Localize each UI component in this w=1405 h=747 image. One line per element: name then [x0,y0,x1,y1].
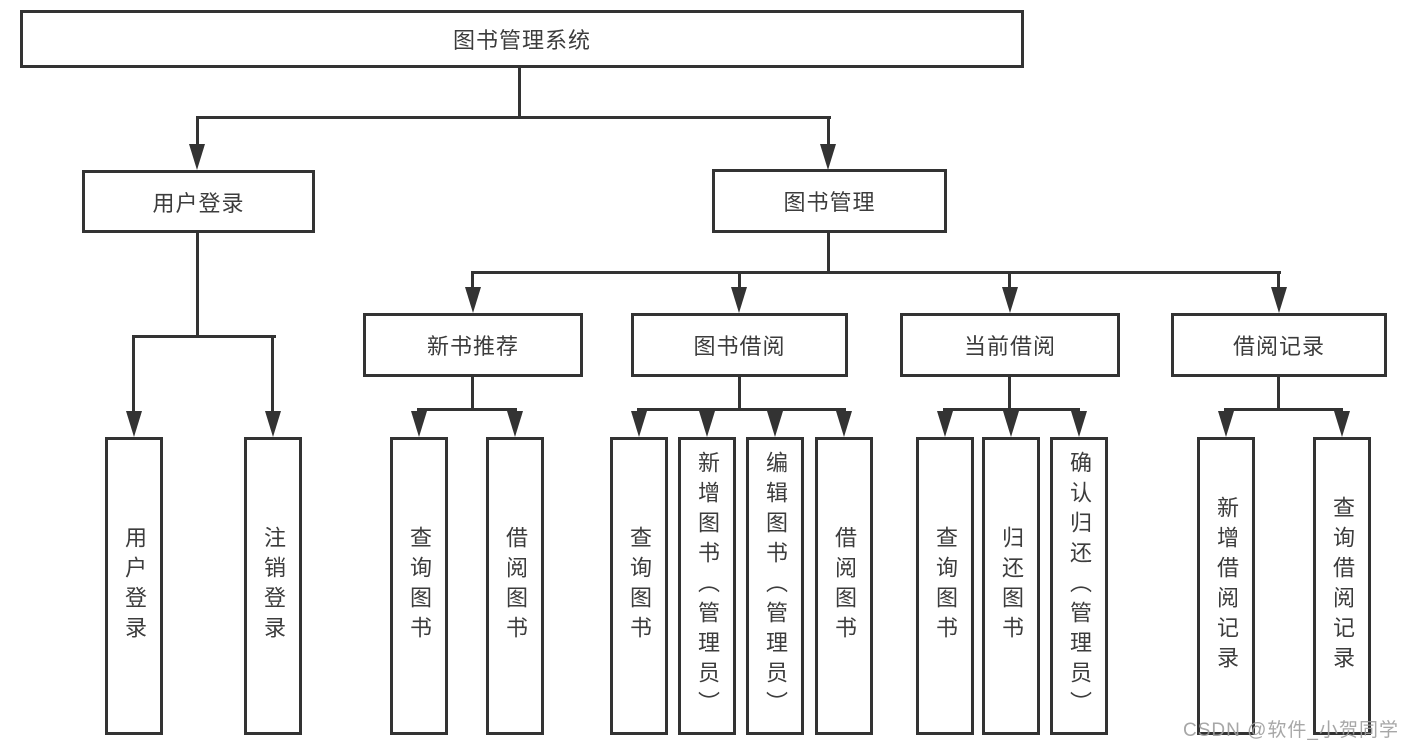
node-return-books: 归还图书 [982,437,1040,735]
node-book-management: 图书管理 [712,169,947,233]
node-logout-label: 注销登录 [261,526,286,646]
arrow-down-icon [265,411,281,437]
arrow-down-icon [1271,287,1287,313]
node-add-borrow-record: 新增借阅记录 [1197,437,1255,735]
arrow-down-icon [820,144,836,170]
connector-line [1277,377,1280,411]
arrow-down-icon [699,411,715,437]
connector-line [196,116,831,119]
node-borrow-records: 借阅记录 [1171,313,1387,377]
node-confirm-return-admin-label: 确认归还（管理员） [1067,451,1092,721]
node-login: 用户登录 [105,437,163,735]
arrow-down-icon [731,287,747,313]
node-borrow-books-label: 借阅图书 [832,526,857,646]
connector-line [132,335,276,338]
node-confirm-return-admin: 确认归还（管理员） [1050,437,1108,735]
connector-line [1008,271,1011,291]
node-borrow-books: 借阅图书 [815,437,873,735]
connector-line [827,116,830,148]
node-add-books-admin: 新增图书（管理员） [678,437,736,735]
arrow-down-icon [1071,411,1087,437]
arrow-down-icon [937,411,953,437]
node-return-books-label: 归还图书 [999,526,1024,646]
connector-line [738,377,741,411]
connector-line [471,271,1281,274]
connector-line [196,116,199,148]
node-borrow-records-label: 借阅记录 [1232,334,1325,359]
node-book-borrow-label: 图书借阅 [693,334,786,359]
connector-line [471,271,474,291]
arrow-down-icon [465,287,481,313]
node-query-books-borrow-label: 查询图书 [627,526,652,646]
node-root-label: 图书管理系统 [452,28,591,53]
node-edit-books-admin: 编辑图书（管理员） [746,437,804,735]
node-current-borrow-label: 当前借阅 [963,334,1056,359]
arrow-down-icon [1003,411,1019,437]
node-add-borrow-record-label: 新增借阅记录 [1214,496,1239,676]
arrow-down-icon [631,411,647,437]
csdn-watermark: CSDN @软件_小贺同学 [1183,720,1399,741]
node-new-book-recommend: 新书推荐 [363,313,583,377]
node-query-books-current-label: 查询图书 [933,526,958,646]
arrow-down-icon [1218,411,1234,437]
node-user-login-label: 用户登录 [152,190,245,216]
connector-line [943,408,1080,411]
connector-line [637,408,846,411]
connector-line [518,68,521,119]
node-borrow-books-recommend-label: 借阅图书 [503,526,528,646]
arrow-down-icon [767,411,783,437]
node-borrow-books-recommend: 借阅图书 [486,437,544,735]
connector-line [827,233,830,274]
connector-line [1224,408,1343,411]
node-query-books-borrow: 查询图书 [610,437,668,735]
node-query-books-current: 查询图书 [916,437,974,735]
node-book-management-label: 图书管理 [783,190,876,215]
node-login-label: 用户登录 [122,526,147,646]
arrow-down-icon [411,411,427,437]
node-user-login: 用户登录 [82,170,315,233]
node-query-books-recommend: 查询图书 [390,437,448,735]
node-logout: 注销登录 [244,437,302,735]
connector-line [417,408,517,411]
node-book-borrow: 图书借阅 [631,313,848,377]
connector-line [738,271,741,291]
connector-line [1008,377,1011,411]
node-query-borrow-record: 查询借阅记录 [1313,437,1371,735]
node-add-books-admin-label: 新增图书（管理员） [695,451,720,721]
connector-line [1277,271,1280,291]
arrow-down-icon [1002,287,1018,313]
node-edit-books-admin-label: 编辑图书（管理员） [763,451,788,721]
node-current-borrow: 当前借阅 [900,313,1120,377]
node-root: 图书管理系统 [20,10,1024,68]
arrow-down-icon [1334,411,1350,437]
arrow-down-icon [189,144,205,170]
connector-line [196,233,199,338]
connector-line [471,377,474,411]
connector-line [132,335,135,415]
arrow-down-icon [507,411,523,437]
node-new-book-recommend-label: 新书推荐 [426,334,519,359]
node-query-borrow-record-label: 查询借阅记录 [1330,496,1355,676]
connector-line [271,335,274,415]
arrow-down-icon [836,411,852,437]
node-query-books-recommend-label: 查询图书 [407,526,432,646]
arrow-down-icon [126,411,142,437]
